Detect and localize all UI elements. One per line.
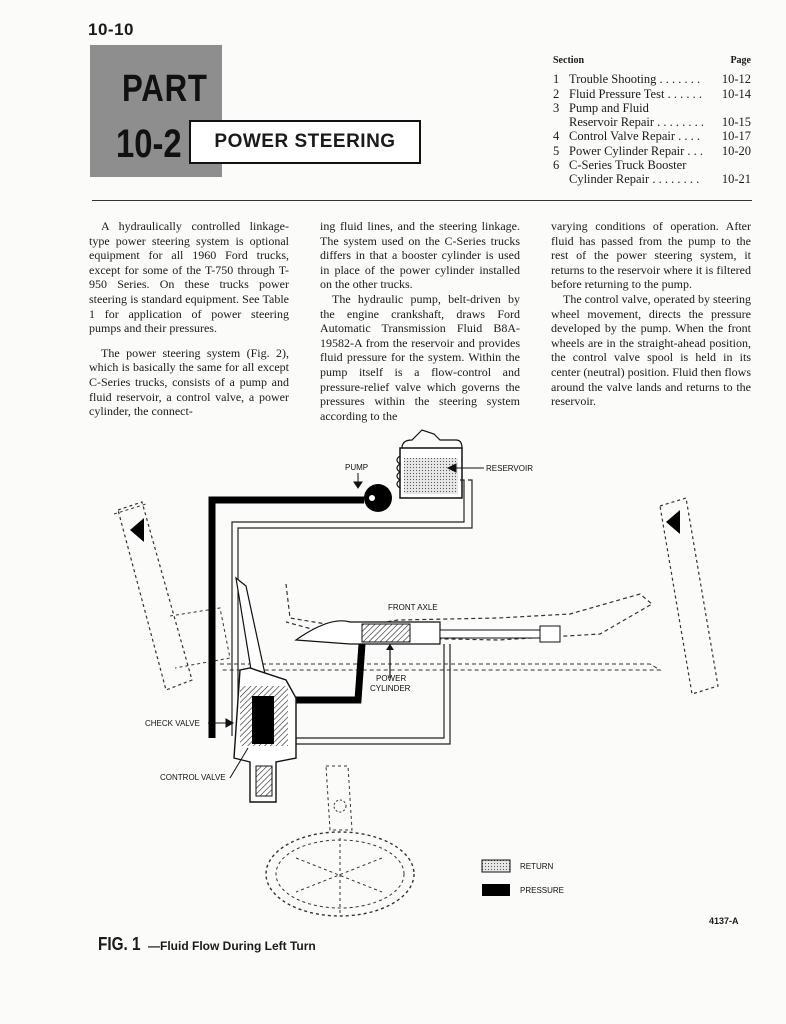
- right-wheel: [659, 497, 719, 695]
- left-turn-arrow-icon: [130, 518, 144, 542]
- toc-title: Fluid Pressure Test: [569, 86, 665, 101]
- control-valve-paragraph: The control valve, operated by steering …: [551, 291, 751, 409]
- pump-and-reservoir: [364, 429, 463, 512]
- system-paragraph-end: ing fluid lines, and the steering linkag…: [320, 219, 520, 292]
- power-cylinder-label: CYLINDER: [370, 684, 411, 693]
- toc-page: 10-15: [721, 115, 751, 130]
- toc-title: Cylinder Repair: [569, 172, 650, 187]
- toc-title: Trouble Shooting: [569, 72, 657, 87]
- toc-title: Control Valve Repair: [569, 129, 675, 144]
- left-turn-arrow-icon: [666, 510, 680, 534]
- toc-title: C-Series Truck Booster: [569, 158, 687, 173]
- page-col-header: Page: [730, 55, 751, 66]
- pressure-swatch: [482, 884, 510, 896]
- toc-title: Reservoir Repair: [569, 115, 655, 130]
- figure-caption: FIG. 1 —Fluid Flow During Left Turn: [98, 934, 316, 955]
- toc-num: 4: [553, 129, 560, 144]
- toc-num: 5: [553, 143, 560, 158]
- text-column-2: ing fluid lines, and the steering linkag…: [320, 219, 520, 423]
- pump-body: [364, 484, 392, 512]
- section-index-header: Section Page: [553, 54, 751, 68]
- toc-entry-continued[interactable]: Reservoir Repair . . . . . . . . 10-15: [569, 115, 751, 130]
- pressure-line: [208, 496, 364, 738]
- steering-wheel: [265, 765, 415, 917]
- toc-entry[interactable]: 3 Pump and Fluid: [553, 101, 751, 115]
- toc-entry[interactable]: 5 Power Cylinder Repair . . . 10-20: [553, 143, 751, 158]
- header-rule: [92, 200, 752, 201]
- control-valve-label: CONTROL VALVE: [160, 773, 226, 782]
- front-axle-label: FRONT AXLE: [388, 603, 438, 612]
- toc-page: 10-21: [721, 172, 751, 187]
- page-number: 10-10: [88, 20, 134, 39]
- toc-num: 6: [553, 158, 560, 173]
- toc-page: 10-17: [721, 129, 751, 144]
- figure-caption-text: —Fluid Flow During Left Turn: [148, 939, 316, 953]
- power-cylinder: [294, 620, 561, 678]
- toc-page: 10-20: [721, 143, 751, 158]
- pressure-line-cylinder: [288, 643, 366, 704]
- reservoir-label: RESERVOIR: [486, 464, 533, 473]
- text-column-3: varying conditions of operation. After f…: [551, 219, 751, 409]
- check-valve-label: CHECK VALVE: [145, 719, 200, 728]
- left-wheel: [113, 501, 193, 691]
- toc-page: 10-14: [721, 86, 751, 101]
- pump-label: PUMP: [345, 463, 368, 472]
- toc-page: 10-12: [721, 72, 751, 87]
- toc-num: 2: [553, 86, 560, 101]
- control-valve: [233, 667, 297, 803]
- part-word: PART: [122, 68, 208, 110]
- figure-code: 4137-A: [709, 916, 739, 926]
- toc-entry[interactable]: 4 Control Valve Repair . . . . 10-17: [553, 129, 751, 144]
- return-swatch: [481, 859, 511, 873]
- section-col-header: Section: [553, 55, 585, 66]
- toc-num: 3: [553, 100, 560, 115]
- part-title: POWER STEERING: [189, 120, 421, 164]
- part-number: 10-2: [116, 122, 182, 166]
- power-cylinder-label: POWER: [376, 674, 406, 683]
- figure-number: FIG. 1: [98, 934, 141, 954]
- system-paragraph-start: The power steering system (Fig. 2), whic…: [89, 345, 289, 419]
- intro-paragraph: A hydraulically controlled linkage-type …: [89, 219, 289, 336]
- pressure-legend-label: PRESSURE: [520, 886, 564, 895]
- toc-entry[interactable]: 6 C-Series Truck Booster: [553, 158, 751, 172]
- toc-title: Power Cylinder Repair: [569, 143, 685, 158]
- legend: RETURN PRESSURE: [481, 859, 564, 896]
- power-steering-diagram: PUMP RESERVOIR FRONT AXLE POWER CYLINDER…: [113, 429, 719, 917]
- toc-num: 1: [553, 72, 560, 87]
- pump-paragraph-start: The hydraulic pump, belt-driven by the e…: [320, 291, 520, 423]
- toc-title: Pump and Fluid: [569, 100, 649, 115]
- toc-entry-continued[interactable]: Cylinder Repair . . . . . . . . 10-21: [569, 172, 751, 187]
- return-legend-label: RETURN: [520, 862, 554, 871]
- section-index: Section Page 1 Trouble Shooting . . . . …: [553, 54, 751, 187]
- toc-entry[interactable]: 2 Fluid Pressure Test . . . . . . 10-14: [553, 86, 751, 101]
- front-axle: [169, 583, 662, 671]
- return-lines: [231, 479, 473, 745]
- text-column-1: A hydraulically controlled linkage-type …: [89, 219, 289, 419]
- pump-paragraph-end: varying conditions of operation. After f…: [551, 219, 751, 292]
- toc-entry[interactable]: 1 Trouble Shooting . . . . . . . 10-12: [553, 72, 751, 87]
